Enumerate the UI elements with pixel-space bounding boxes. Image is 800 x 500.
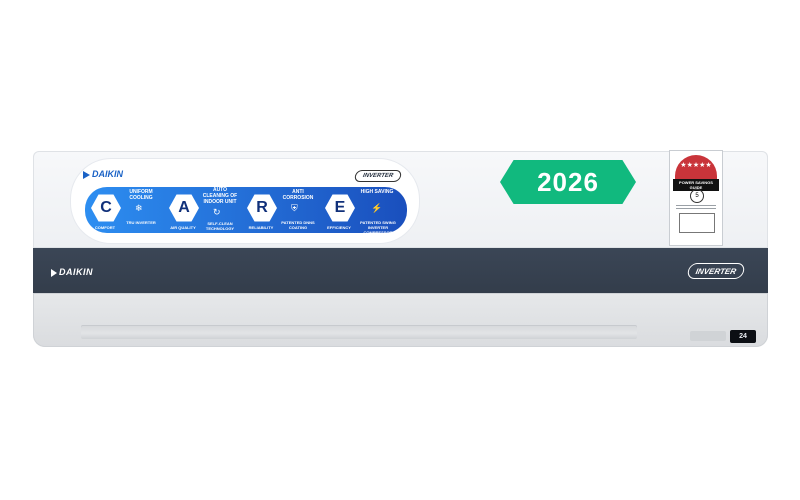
brand-name-band: DAIKIN [59,267,93,277]
care-letter-c: C [91,194,121,222]
daikin-mark-icon [51,268,57,277]
daikin-logo-band: DAIKIN [51,267,93,277]
care-feature-tru-inverter: TRU INVERTER [126,220,156,225]
front-top-panel: DAIKIN INVERTER C UNIFORM COOLING ❄ COMF… [33,151,768,248]
care-heading-anti-corrosion: ANTI CORROSION [282,189,314,201]
energy-label-line [676,205,716,206]
daikin-mark-icon [83,170,90,179]
shield-icon: ⛨ [291,203,298,213]
care-label-comfort: COMFORT [94,225,116,230]
front-dark-band: DAIKIN INVERTER [33,248,768,293]
daikin-logo-sticker: DAIKIN [83,169,123,179]
care-letter-r: R [247,194,277,222]
air-conditioner-unit: DAIKIN INVERTER C UNIFORM COOLING ❄ COMF… [33,151,768,347]
temperature-display: 24 [730,330,756,343]
energy-label-title: POWER SAVINGS GUIDE [673,179,719,191]
inverter-logo-sticker: INVERTER [353,170,403,182]
energy-rating-circle: 5 [690,189,704,203]
energy-stars: ★★★★★ [680,162,712,169]
brand-name: DAIKIN [92,169,123,179]
inverter-logo-band: INVERTER [686,263,746,279]
care-heading-uniform-cooling: UNIFORM COOLING [129,189,153,201]
remote-sensor-panel [690,331,726,341]
year-badge: 2026 [500,160,636,204]
care-heading-high-saving: HIGH SAVING [360,189,394,195]
energy-label-line [676,208,716,209]
self-clean-icon: ↻ [213,207,221,217]
care-label-efficiency: EFFICIENCY [327,225,351,230]
care-feature-strip: C UNIFORM COOLING ❄ COMFORT TRU INVERTER… [85,187,407,235]
care-letter-a: A [169,194,199,222]
care-letter-e: E [325,194,355,222]
energy-label-table [679,213,715,233]
care-feature-self-clean: SELF-CLEAN TECHNOLOGY [205,221,235,231]
care-label-air-quality: AIR QUALITY [170,225,196,230]
energy-saving-icon: ⚡ [371,203,383,213]
care-label-reliability: RELIABILITY [248,225,274,230]
care-feature-swing-compressor: PATENTED SWING INVERTER COMPRESSOR [360,220,396,235]
energy-rating-label: ★★★★★ POWER SAVINGS GUIDE 5 [670,151,722,245]
care-heading-auto-cleaning: AUTO CLEANING OF INDOOR UNIT [202,187,238,205]
care-feature-dnns-coating: PATENTED DNNS COATING [281,220,315,230]
air-louver [81,325,637,339]
cooling-icon: ❄ [135,203,143,213]
